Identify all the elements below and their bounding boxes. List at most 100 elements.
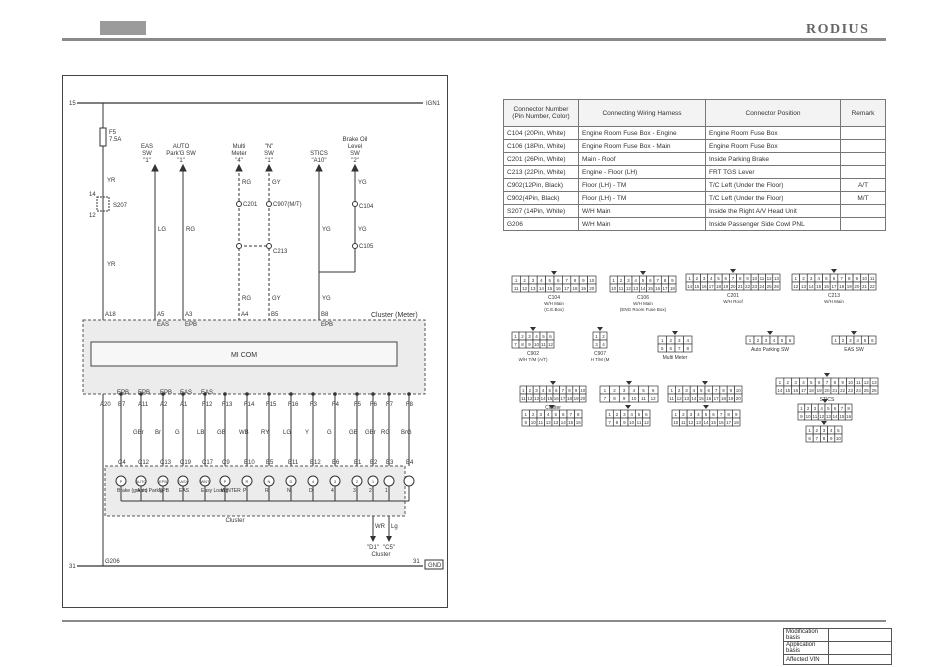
pin-number: 7: [562, 388, 565, 393]
table-cell: [840, 165, 886, 179]
pin-number: 21: [862, 284, 868, 289]
table-cell: [840, 139, 886, 153]
pin-number: 16: [824, 284, 830, 289]
pin-number: 22: [745, 284, 751, 289]
pin-number: 7: [826, 380, 829, 385]
pin-number: 5: [554, 412, 557, 417]
pin-number: 18: [839, 284, 845, 289]
svg-text:SW: SW: [350, 151, 360, 157]
pin-number: 13: [530, 286, 536, 291]
lamp-label: 2: [369, 488, 372, 494]
pin-number: 4: [547, 412, 550, 417]
conn-label: C104: [359, 204, 374, 210]
svg-text:SW: SW: [264, 151, 274, 157]
pin: A1: [180, 402, 188, 408]
svg-text:Meter: Meter: [231, 151, 246, 157]
pin-number: 15: [816, 284, 822, 289]
pin-dot: [139, 392, 143, 396]
key-tab: [550, 381, 556, 385]
lamp-label: WINTER: [221, 488, 241, 494]
pin-number: 3: [627, 278, 630, 283]
pin-number: 11: [637, 420, 642, 425]
pin-number: 10: [752, 276, 758, 281]
pin-number: 7: [732, 276, 735, 281]
pin-number: 21: [738, 284, 744, 289]
pin-number: 1: [688, 276, 691, 281]
lamp-pin: E6: [332, 460, 340, 466]
connector-title: STICS: [820, 397, 835, 403]
pin: F4: [332, 402, 340, 408]
pin-number: 20: [824, 388, 830, 393]
pin-cell: [734, 393, 743, 403]
wire-color: RG: [242, 180, 251, 186]
lamp-pin: C17: [202, 460, 214, 466]
pin-number: 5: [700, 388, 703, 393]
pin-number: 16: [846, 414, 852, 419]
pin-number: 6: [562, 412, 565, 417]
wire-color: YG: [322, 296, 331, 302]
connector-sub: W/H Main: [824, 299, 844, 304]
pin-number: 16: [719, 420, 725, 425]
pin-number: 20: [580, 396, 586, 401]
pin-number: 1: [808, 428, 811, 433]
pin-number: 17: [831, 284, 837, 289]
pin-number: 15: [568, 420, 574, 425]
pin-dot: [223, 392, 227, 396]
lamp-pin: E1: [354, 460, 362, 466]
pin-number: 14: [539, 286, 545, 291]
pin-number: 10: [580, 388, 586, 393]
pin-number: 9: [746, 276, 749, 281]
pin-number: 10: [531, 420, 537, 425]
lamp-pin: C13: [160, 460, 172, 466]
pin-number: 6: [789, 338, 792, 343]
pin-number: 8: [616, 420, 619, 425]
svg-text:STICS: STICS: [310, 151, 328, 157]
table-row: C106 (18Pin, White)Engine Room Fuse Box …: [503, 139, 886, 153]
pin-number: 8: [739, 276, 742, 281]
pin-number: 3: [678, 338, 681, 343]
pin-number: 20: [589, 286, 595, 291]
pin-number: 3: [532, 278, 535, 283]
micom-label: MI COM: [231, 352, 257, 359]
key-tab: [597, 327, 603, 331]
pin-number: 15: [648, 286, 654, 291]
pin-number: 6: [555, 388, 558, 393]
pin-number: 4: [820, 406, 823, 411]
pin-number: 2: [842, 338, 845, 343]
pin-number: 8: [823, 436, 826, 441]
pin-number: 11: [813, 414, 818, 419]
pin-number: 4: [693, 388, 696, 393]
pin-number: 2: [532, 412, 535, 417]
table-header: Connector Number (Pin Number, Color) Con…: [503, 99, 886, 127]
pin-number: 14: [833, 414, 839, 419]
pin-number: 17: [560, 396, 566, 401]
pin: F15: [266, 402, 277, 408]
lamp-glyph: P: [224, 479, 227, 484]
wire-color: Lg: [391, 524, 398, 530]
svg-text:Multi: Multi: [233, 144, 246, 150]
pin: B8: [321, 312, 329, 318]
pin-number: 1: [612, 278, 615, 283]
key-tab: [626, 381, 632, 385]
wire-color: GBr: [133, 430, 144, 436]
pin-cell: [647, 393, 659, 403]
pin: A3: [185, 312, 193, 318]
lamp-label: R: [265, 488, 269, 494]
vin-value: [828, 628, 892, 642]
conn-label: C201: [243, 202, 258, 208]
connector-c907: 1234C907W/H T/M (M/T): [591, 326, 609, 370]
lamp-pin: E10: [244, 460, 255, 466]
pin-number: 17: [726, 420, 732, 425]
pin-number: 10: [589, 278, 595, 283]
wire-color: WR: [375, 524, 386, 530]
connector-sub: W/H T/M (A/T): [519, 357, 548, 362]
pin-number: 5: [542, 334, 545, 339]
wire-color: G: [327, 430, 332, 436]
